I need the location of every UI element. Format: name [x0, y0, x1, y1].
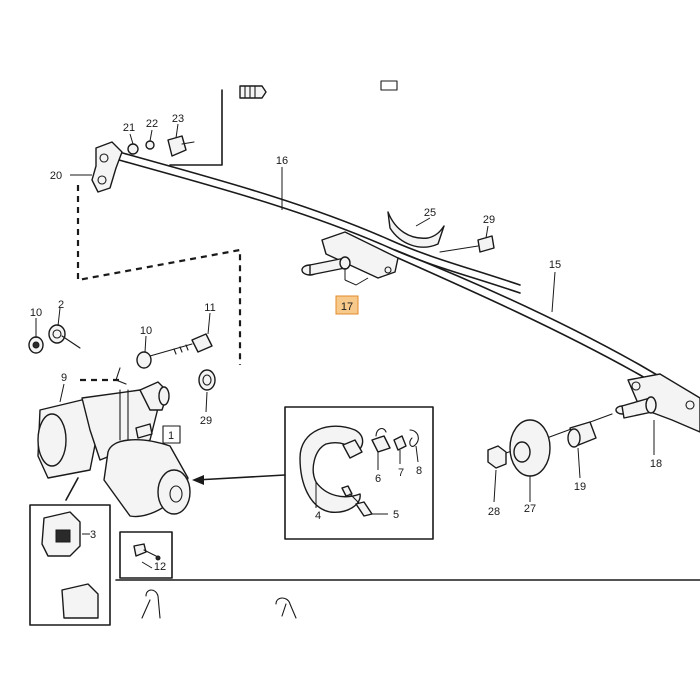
callout-21: 21 — [123, 122, 135, 134]
callout-1: 1 — [168, 430, 174, 442]
callout-4: 4 — [315, 510, 321, 522]
callout-29-left: 29 — [200, 415, 212, 427]
callout-17-highlight — [335, 295, 359, 315]
left-pivot-bracket — [91, 141, 123, 193]
callout-16: 16 — [276, 155, 288, 167]
callout-2: 2 — [58, 299, 64, 311]
callout-8: 8 — [416, 465, 422, 477]
inset-detail-box — [284, 406, 434, 540]
callout-1-box — [162, 425, 181, 444]
callout-29-right: 29 — [483, 214, 495, 226]
linkage-rod-15 — [394, 249, 700, 411]
right-pivot-assembly — [615, 373, 700, 455]
callout-6: 6 — [375, 473, 381, 485]
callout-9: 9 — [61, 372, 67, 384]
callout-3: 3 — [90, 529, 96, 541]
cable-bolt-top — [169, 85, 267, 166]
callout-18: 18 — [650, 458, 662, 470]
callout-22: 22 — [146, 118, 158, 130]
linkage-rod-16 — [111, 149, 521, 294]
callout-7: 7 — [398, 467, 404, 479]
callout-12: 12 — [154, 561, 166, 573]
center-pivot-assembly — [301, 231, 399, 286]
connector-box — [29, 504, 111, 626]
callout-23: 23 — [172, 113, 184, 125]
bolt-29-right — [439, 235, 495, 253]
left-hardware — [28, 324, 216, 391]
top-hardware — [127, 135, 195, 157]
callout-5: 5 — [393, 509, 399, 521]
callout-17: 17 — [341, 301, 353, 313]
callout-11: 11 — [204, 302, 215, 314]
callout-19: 19 — [574, 481, 586, 493]
callout-25: 25 — [424, 207, 436, 219]
bolt-box — [119, 531, 173, 579]
leader-lines — [35, 123, 581, 569]
corner-marks — [380, 80, 398, 91]
bottom-section — [115, 579, 700, 619]
dashed-outline — [76, 185, 242, 382]
callout-10-left: 10 — [30, 307, 42, 319]
callout-15: 15 — [549, 259, 561, 271]
callout-28: 28 — [488, 506, 500, 518]
right-hardware — [487, 413, 613, 477]
wiper-motor-assembly — [37, 367, 191, 518]
callout-10-center: 10 — [140, 325, 152, 337]
curved-bracket-25 — [387, 211, 445, 248]
callout-27: 27 — [524, 503, 536, 515]
callout-20: 20 — [50, 170, 62, 182]
inset-pointer-arrow — [192, 474, 286, 485]
